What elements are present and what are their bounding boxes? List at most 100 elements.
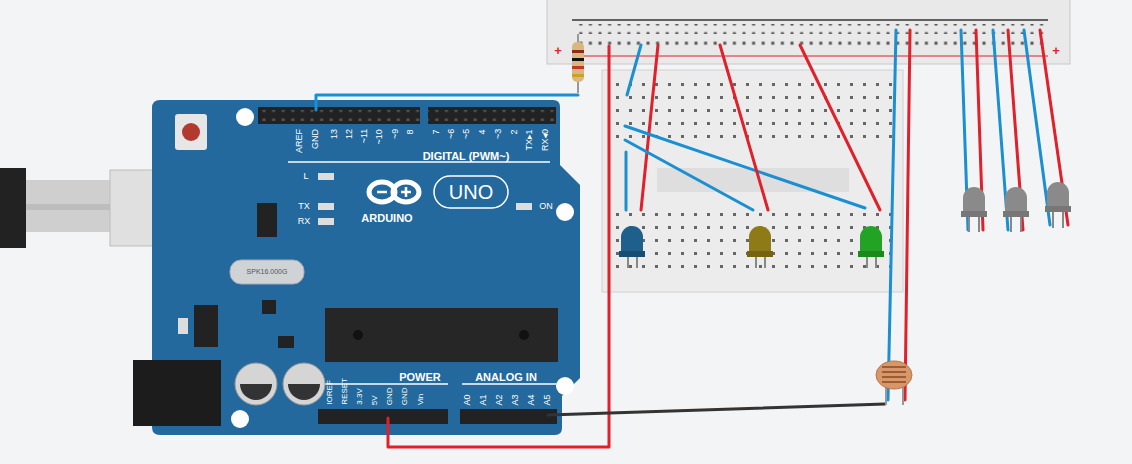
power-header	[318, 409, 448, 424]
wire	[625, 140, 753, 210]
reset-button	[175, 114, 207, 150]
pin-label: AREF	[295, 129, 305, 153]
section-label: DIGITAL (PWM~)	[423, 150, 510, 162]
pin-label: ~10	[375, 129, 385, 144]
pin-label: RESET	[341, 378, 350, 405]
pin-label: 12	[345, 129, 355, 139]
resistor-band	[572, 50, 584, 53]
pin-label: GND	[311, 129, 321, 149]
wire	[627, 45, 641, 95]
board-led	[516, 203, 532, 210]
pin-label: A3	[511, 394, 521, 405]
regulator-pin	[178, 318, 188, 334]
led-label: L	[303, 172, 308, 182]
regulator	[194, 305, 218, 347]
pin-label: GND	[387, 387, 396, 405]
logo-minus	[377, 191, 387, 194]
analog-header	[460, 409, 557, 424]
header-pins	[428, 110, 556, 121]
model-label: UNO	[449, 181, 493, 203]
wire	[905, 30, 910, 400]
capacitor-mark	[288, 384, 320, 400]
led-label: RX	[298, 217, 311, 227]
grey-led	[961, 187, 987, 232]
pin-label: A2	[495, 394, 505, 405]
pin-label: A1	[479, 394, 489, 405]
pin-label: A5	[543, 394, 553, 405]
wire	[625, 126, 865, 208]
header-pins	[258, 110, 420, 121]
chip-dot	[353, 330, 363, 340]
microcontroller	[325, 308, 558, 362]
mounting-hole	[236, 108, 254, 126]
photoresistor	[876, 361, 912, 405]
wire	[720, 45, 768, 210]
digital-header	[428, 107, 556, 124]
pin-label: RX◂0	[541, 129, 551, 151]
small-chip	[262, 300, 276, 314]
mounting-hole	[556, 203, 574, 221]
blue-led	[619, 226, 645, 268]
arduino-logo	[393, 182, 419, 202]
wire	[548, 404, 885, 415]
resistor-band	[572, 66, 584, 69]
breadboard	[602, 70, 903, 292]
led-label: TX	[298, 202, 310, 212]
led-label: ON	[539, 202, 553, 212]
pin-label: IOREF	[326, 381, 335, 405]
grey-led	[1045, 182, 1071, 228]
capacitor	[283, 363, 325, 405]
wire	[641, 45, 658, 210]
pin-label: 13	[330, 129, 340, 139]
silkscreen-line	[288, 161, 550, 163]
resistor-band	[572, 58, 584, 61]
crystal	[230, 260, 304, 284]
mounting-hole	[556, 377, 574, 395]
wire	[625, 152, 628, 210]
chip-dot	[519, 330, 529, 340]
capacitor	[235, 363, 277, 405]
yellow-led	[747, 226, 773, 268]
usb-chip	[257, 203, 277, 237]
mounting-hole	[231, 410, 249, 428]
pin-label: ~3	[494, 129, 504, 139]
rail-line	[572, 19, 1048, 21]
usb-plug	[26, 180, 112, 232]
reset-button-cap	[182, 123, 200, 141]
green-led	[858, 226, 884, 268]
wire	[316, 95, 578, 110]
pin-label: 7	[432, 129, 442, 134]
power-jack	[133, 360, 221, 426]
small-chip	[278, 336, 294, 348]
resistor-band	[572, 74, 584, 77]
pin-label: ~11	[360, 129, 370, 144]
pin-label: ~9	[391, 129, 401, 139]
pin-label: 4	[478, 129, 488, 134]
logo-plus	[405, 187, 408, 197]
section-label: ANALOG IN	[475, 371, 537, 383]
rail-sign: +	[554, 44, 562, 58]
board-led	[318, 203, 334, 210]
breadboard	[547, 0, 1070, 64]
pin-label: ~5	[462, 129, 472, 139]
pin-label: A0	[463, 394, 473, 405]
usb-plug-line	[26, 204, 112, 210]
pin-label: 3.3V	[356, 389, 365, 405]
crystal-label: SPK16.000G	[247, 268, 288, 276]
silkscreen-line	[462, 383, 556, 385]
digital-header	[258, 107, 420, 124]
breadboard-holes	[612, 210, 898, 276]
capacitor-mark	[240, 384, 272, 400]
pin-label: ~6	[447, 129, 457, 139]
board-led	[318, 218, 334, 225]
wire	[1040, 30, 1068, 225]
pin-label: GND	[402, 387, 411, 405]
board-led	[318, 173, 334, 180]
pin-label: 8	[406, 129, 416, 134]
pin-label: A4	[527, 394, 537, 405]
rail-sign: +	[1052, 44, 1060, 58]
usb-cable	[0, 168, 26, 248]
wire	[888, 30, 896, 400]
wire	[1024, 30, 1050, 225]
